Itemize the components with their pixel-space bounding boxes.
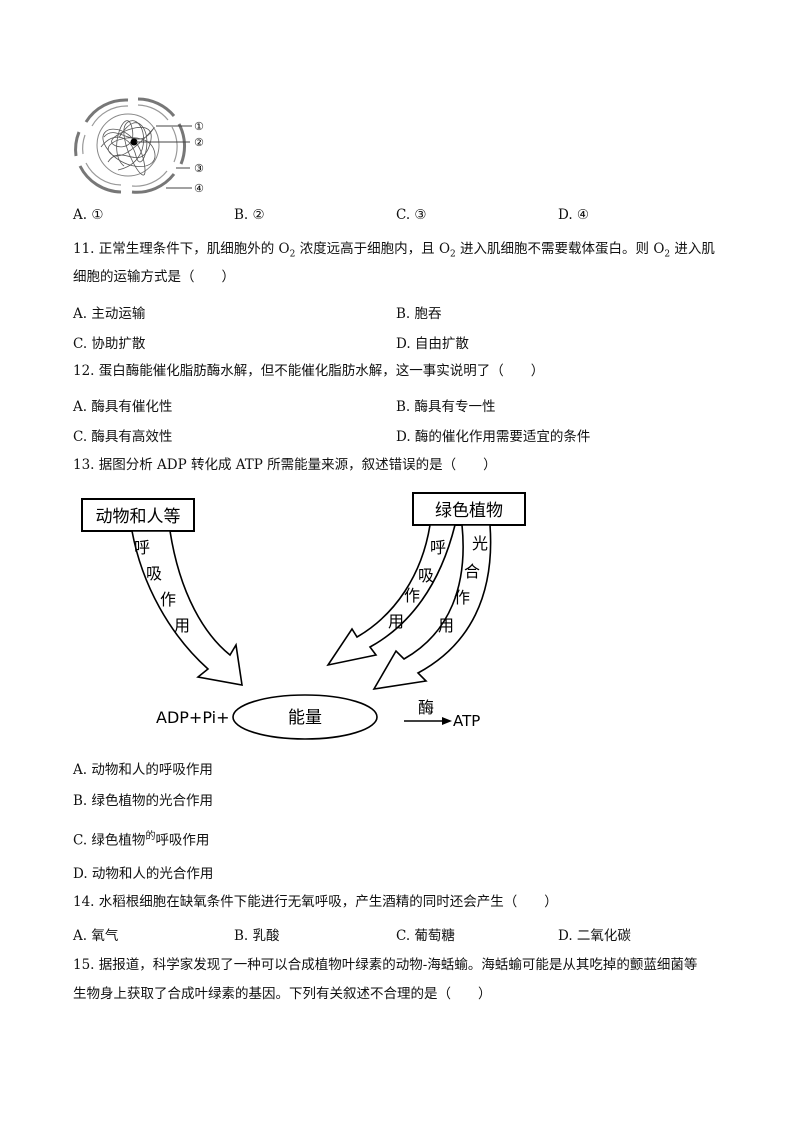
q12-option-d[interactable]: D. 酶的催化作用需要适宜的条件: [396, 429, 591, 445]
q11-stem-line2: 细胞的运输方式是（ ）: [73, 269, 235, 285]
q11-option-d[interactable]: D. 自由扩散: [396, 336, 469, 352]
label-4: ④: [194, 182, 204, 195]
box-animals-humans: 动物和人等: [96, 507, 181, 527]
atp-energy-diagram: 动物和人等 绿色植物 呼 吸 作 用 呼 吸 作 用 光 合 作 用 ADP+P…: [81, 492, 526, 740]
q11-stem-line1: 11. 正常生理条件下，肌细胞外的 O2 浓度远高于细胞内，且 O2 进入肌细胞…: [73, 241, 715, 260]
q14-option-a[interactable]: A. 氧气: [73, 928, 119, 944]
adp-pi-label: ADP+Pi+: [156, 708, 229, 727]
enzyme-label: 酶: [418, 698, 434, 717]
label-plant-respiration-3: 作: [404, 586, 420, 605]
label-1: ①: [194, 120, 204, 133]
label-respiration-2: 吸: [146, 564, 162, 583]
q15-stem-line2: 生物身上获取了合成叶绿素的基因。下列有关叙述不合理的是（ ）: [73, 986, 492, 1002]
q14-option-c[interactable]: C. 葡萄糖: [396, 928, 455, 944]
q15-stem-line1: 15. 据报道，科学家发现了一种可以合成植物叶绿素的动物-海蛞蝓。海蛞蝓可能是从…: [73, 957, 698, 973]
label-plant-respiration-1: 呼: [430, 538, 446, 557]
label-photosynthesis-4: 用: [438, 616, 454, 635]
q12-option-b[interactable]: B. 酶具有专一性: [396, 399, 496, 415]
label-plant-respiration-4: 用: [388, 612, 404, 631]
atp-label: ATP: [453, 712, 480, 730]
q13-option-b[interactable]: B. 绿色植物的光合作用: [73, 793, 214, 809]
q10-option-d[interactable]: D. ④: [558, 207, 590, 223]
q13-option-d[interactable]: D. 动物和人的光合作用: [73, 866, 214, 882]
arrow-respiration-animals: [131, 530, 243, 686]
nucleus-figure: ① ② ③ ④: [74, 97, 204, 195]
label-respiration-4: 用: [174, 616, 190, 635]
q12-stem: 12. 蛋白酶能催化脂肪酶水解，但不能催化脂肪水解，这一事实说明了（ ）: [73, 363, 545, 379]
q14-stem: 14. 水稻根细胞在缺氧条件下能进行无氧呼吸，产生酒精的同时还会产生（ ）: [73, 894, 558, 910]
q14-option-d[interactable]: D. 二氧化碳: [558, 928, 631, 944]
energy-label: 能量: [288, 708, 322, 728]
label-photosynthesis-1: 光: [472, 534, 488, 553]
arrow-respiration-plants: [326, 524, 457, 667]
label-2: ②: [194, 136, 204, 149]
q13-option-a[interactable]: A. 动物和人的呼吸作用: [73, 762, 213, 778]
q14-option-b[interactable]: B. 乳酸: [234, 928, 280, 944]
q10-option-b[interactable]: B. ②: [234, 207, 265, 223]
q10-option-c[interactable]: C. ③: [396, 207, 427, 223]
q12-option-c[interactable]: C. 酶具有高效性: [73, 429, 173, 445]
arrow-photosynthesis: [372, 524, 492, 691]
q11-option-a[interactable]: A. 主动运输: [73, 306, 146, 322]
q13-stem: 13. 据图分析 ADP 转化成 ATP 所需能量来源，叙述错误的是（ ）: [73, 457, 497, 473]
q13-option-c[interactable]: C. 绿色植物的呼吸作用: [73, 831, 210, 849]
q11-option-b[interactable]: B. 胞吞: [396, 306, 442, 322]
label-respiration-1: 呼: [134, 538, 150, 557]
q10-option-a[interactable]: A. ①: [73, 207, 104, 223]
label-respiration-3: 作: [160, 590, 176, 609]
label-plant-respiration-2: 吸: [418, 566, 434, 585]
label-photosynthesis-2: 合: [464, 562, 480, 581]
label-photosynthesis-3: 作: [454, 588, 470, 607]
q12-option-a[interactable]: A. 酶具有催化性: [73, 399, 173, 415]
label-3: ③: [194, 162, 204, 175]
q11-option-c[interactable]: C. 协助扩散: [73, 336, 146, 352]
box-green-plants: 绿色植物: [435, 501, 503, 521]
